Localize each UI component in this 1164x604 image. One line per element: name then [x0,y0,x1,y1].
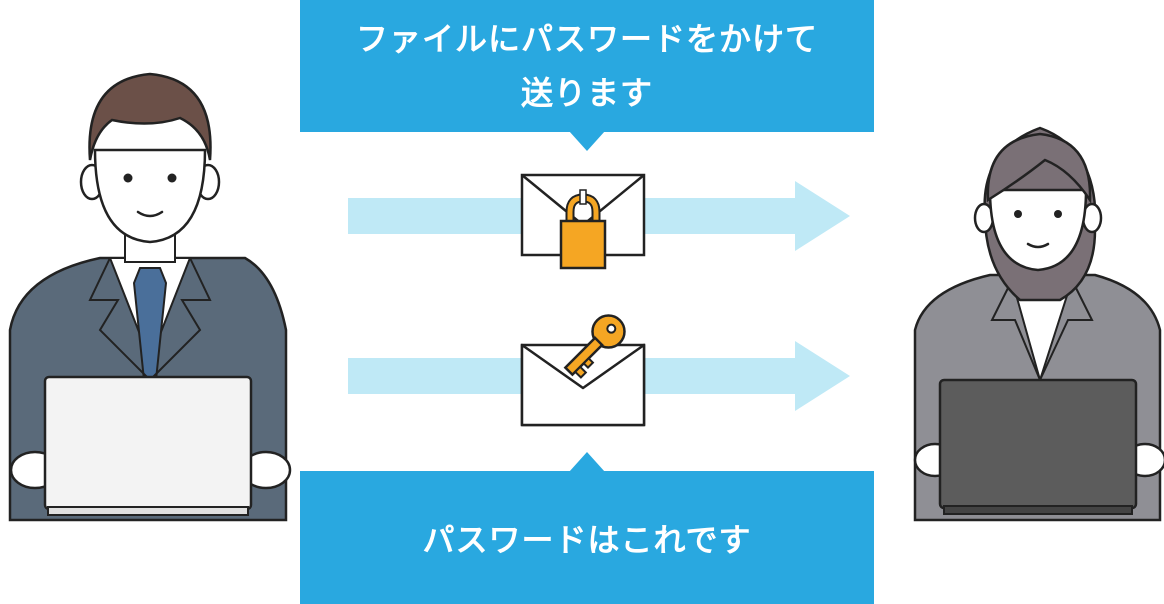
top-callout-line-1: ファイルにパスワードをかけて [355,20,818,58]
bottom-callout-text: パスワードはこれです [422,520,752,559]
bottom-callout-pointer [569,452,605,472]
bottom-callout: パスワードはこれです [300,471,874,604]
key-envelope-icon [520,314,646,427]
businessman-illustration [8,72,292,522]
top-callout-line-2: 送ります [520,74,653,112]
locked-envelope-icon [520,173,646,270]
businesswoman-illustration [913,126,1164,522]
top-callout: ファイルにパスワードをかけて 送ります [300,0,874,132]
top-callout-pointer [569,131,605,151]
